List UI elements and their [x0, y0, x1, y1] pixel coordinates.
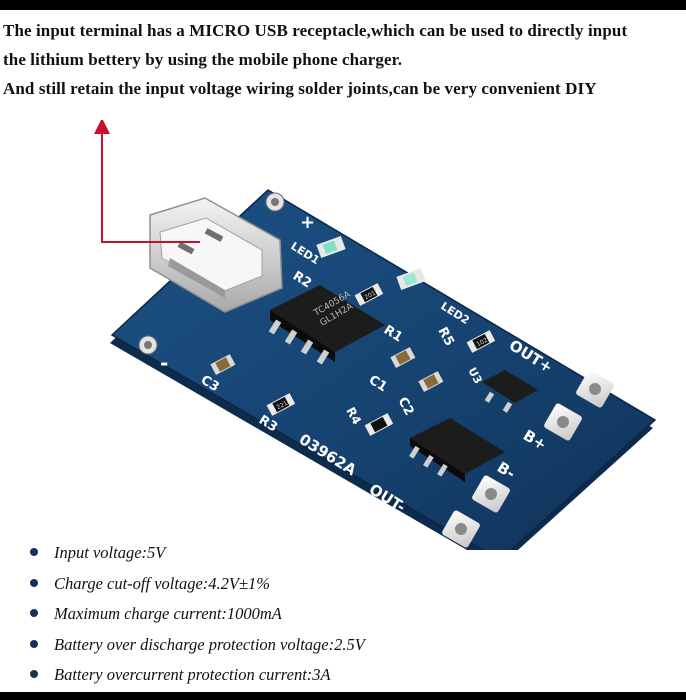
led1	[316, 235, 346, 259]
bullet-icon	[30, 639, 38, 648]
spec-list: Input voltage:5V Charge cut-off voltage:…	[0, 538, 686, 691]
r3-marking: 221	[276, 400, 290, 412]
micro-usb-receptacle	[149, 197, 283, 313]
product-image: The input terminal has a MICRO USB recep…	[0, 10, 686, 692]
sot-chip-u3	[482, 370, 538, 413]
resistor-r4	[364, 413, 394, 436]
intro-text: The input terminal has a MICRO USB recep…	[3, 16, 686, 103]
spec-text: Battery overcurrent protection current:3…	[54, 665, 331, 684]
intro-line-2: the lithium bettery by using the mobile …	[3, 50, 403, 69]
spec-item: Battery over discharge protection voltag…	[0, 630, 686, 661]
pad-b-plus	[544, 403, 582, 441]
resistor-r5: 102	[466, 330, 496, 353]
intro-line-3: And still retain the input voltage wirin…	[3, 79, 597, 98]
capacitor-c3	[210, 354, 236, 375]
resistor-r3: 221	[266, 393, 296, 416]
resistor-r2: 201	[354, 283, 384, 306]
led2	[396, 267, 426, 291]
bullet-icon	[30, 670, 38, 678]
label-minus: -	[160, 351, 168, 375]
pad-out-plus	[576, 370, 614, 408]
spec-item: Charge cut-off voltage:4.2V±1%	[0, 569, 686, 600]
charger-board-illustration: TC4056A GL1H2A	[94, 118, 657, 568]
spec-text: Battery over discharge protection voltag…	[54, 634, 365, 654]
label-plus: +	[300, 212, 315, 233]
spec-item: Input voltage:5V	[0, 538, 686, 569]
pad-out-minus	[442, 510, 480, 548]
board-figure: TC4056A GL1H2A	[0, 118, 686, 568]
spec-item: Battery overcurrent protection current:3…	[0, 660, 686, 691]
capacitor-c1	[390, 347, 416, 368]
r5-marking: 102	[476, 337, 490, 349]
r2-marking: 201	[364, 290, 378, 302]
bullet-icon	[30, 578, 38, 587]
bullet-icon	[30, 548, 38, 556]
arrow-icon	[94, 118, 200, 243]
protection-chip	[409, 418, 505, 482]
bullet-icon	[30, 609, 38, 617]
intro-line-1: The input terminal has a MICRO USB recep…	[3, 21, 628, 40]
charger-chip-u1: TC4056A GL1H2A	[268, 285, 385, 365]
spec-text: Input voltage:5V	[54, 543, 166, 562]
spec-text: Maximum charge current:1000mA	[54, 604, 282, 623]
capacitor-c2	[418, 371, 444, 392]
spec-item: Maximum charge current:1000mA	[0, 599, 686, 630]
spec-text: Charge cut-off voltage:4.2V±1%	[54, 573, 271, 593]
pad-b-minus	[472, 475, 510, 513]
label-k: K	[616, 381, 633, 400]
